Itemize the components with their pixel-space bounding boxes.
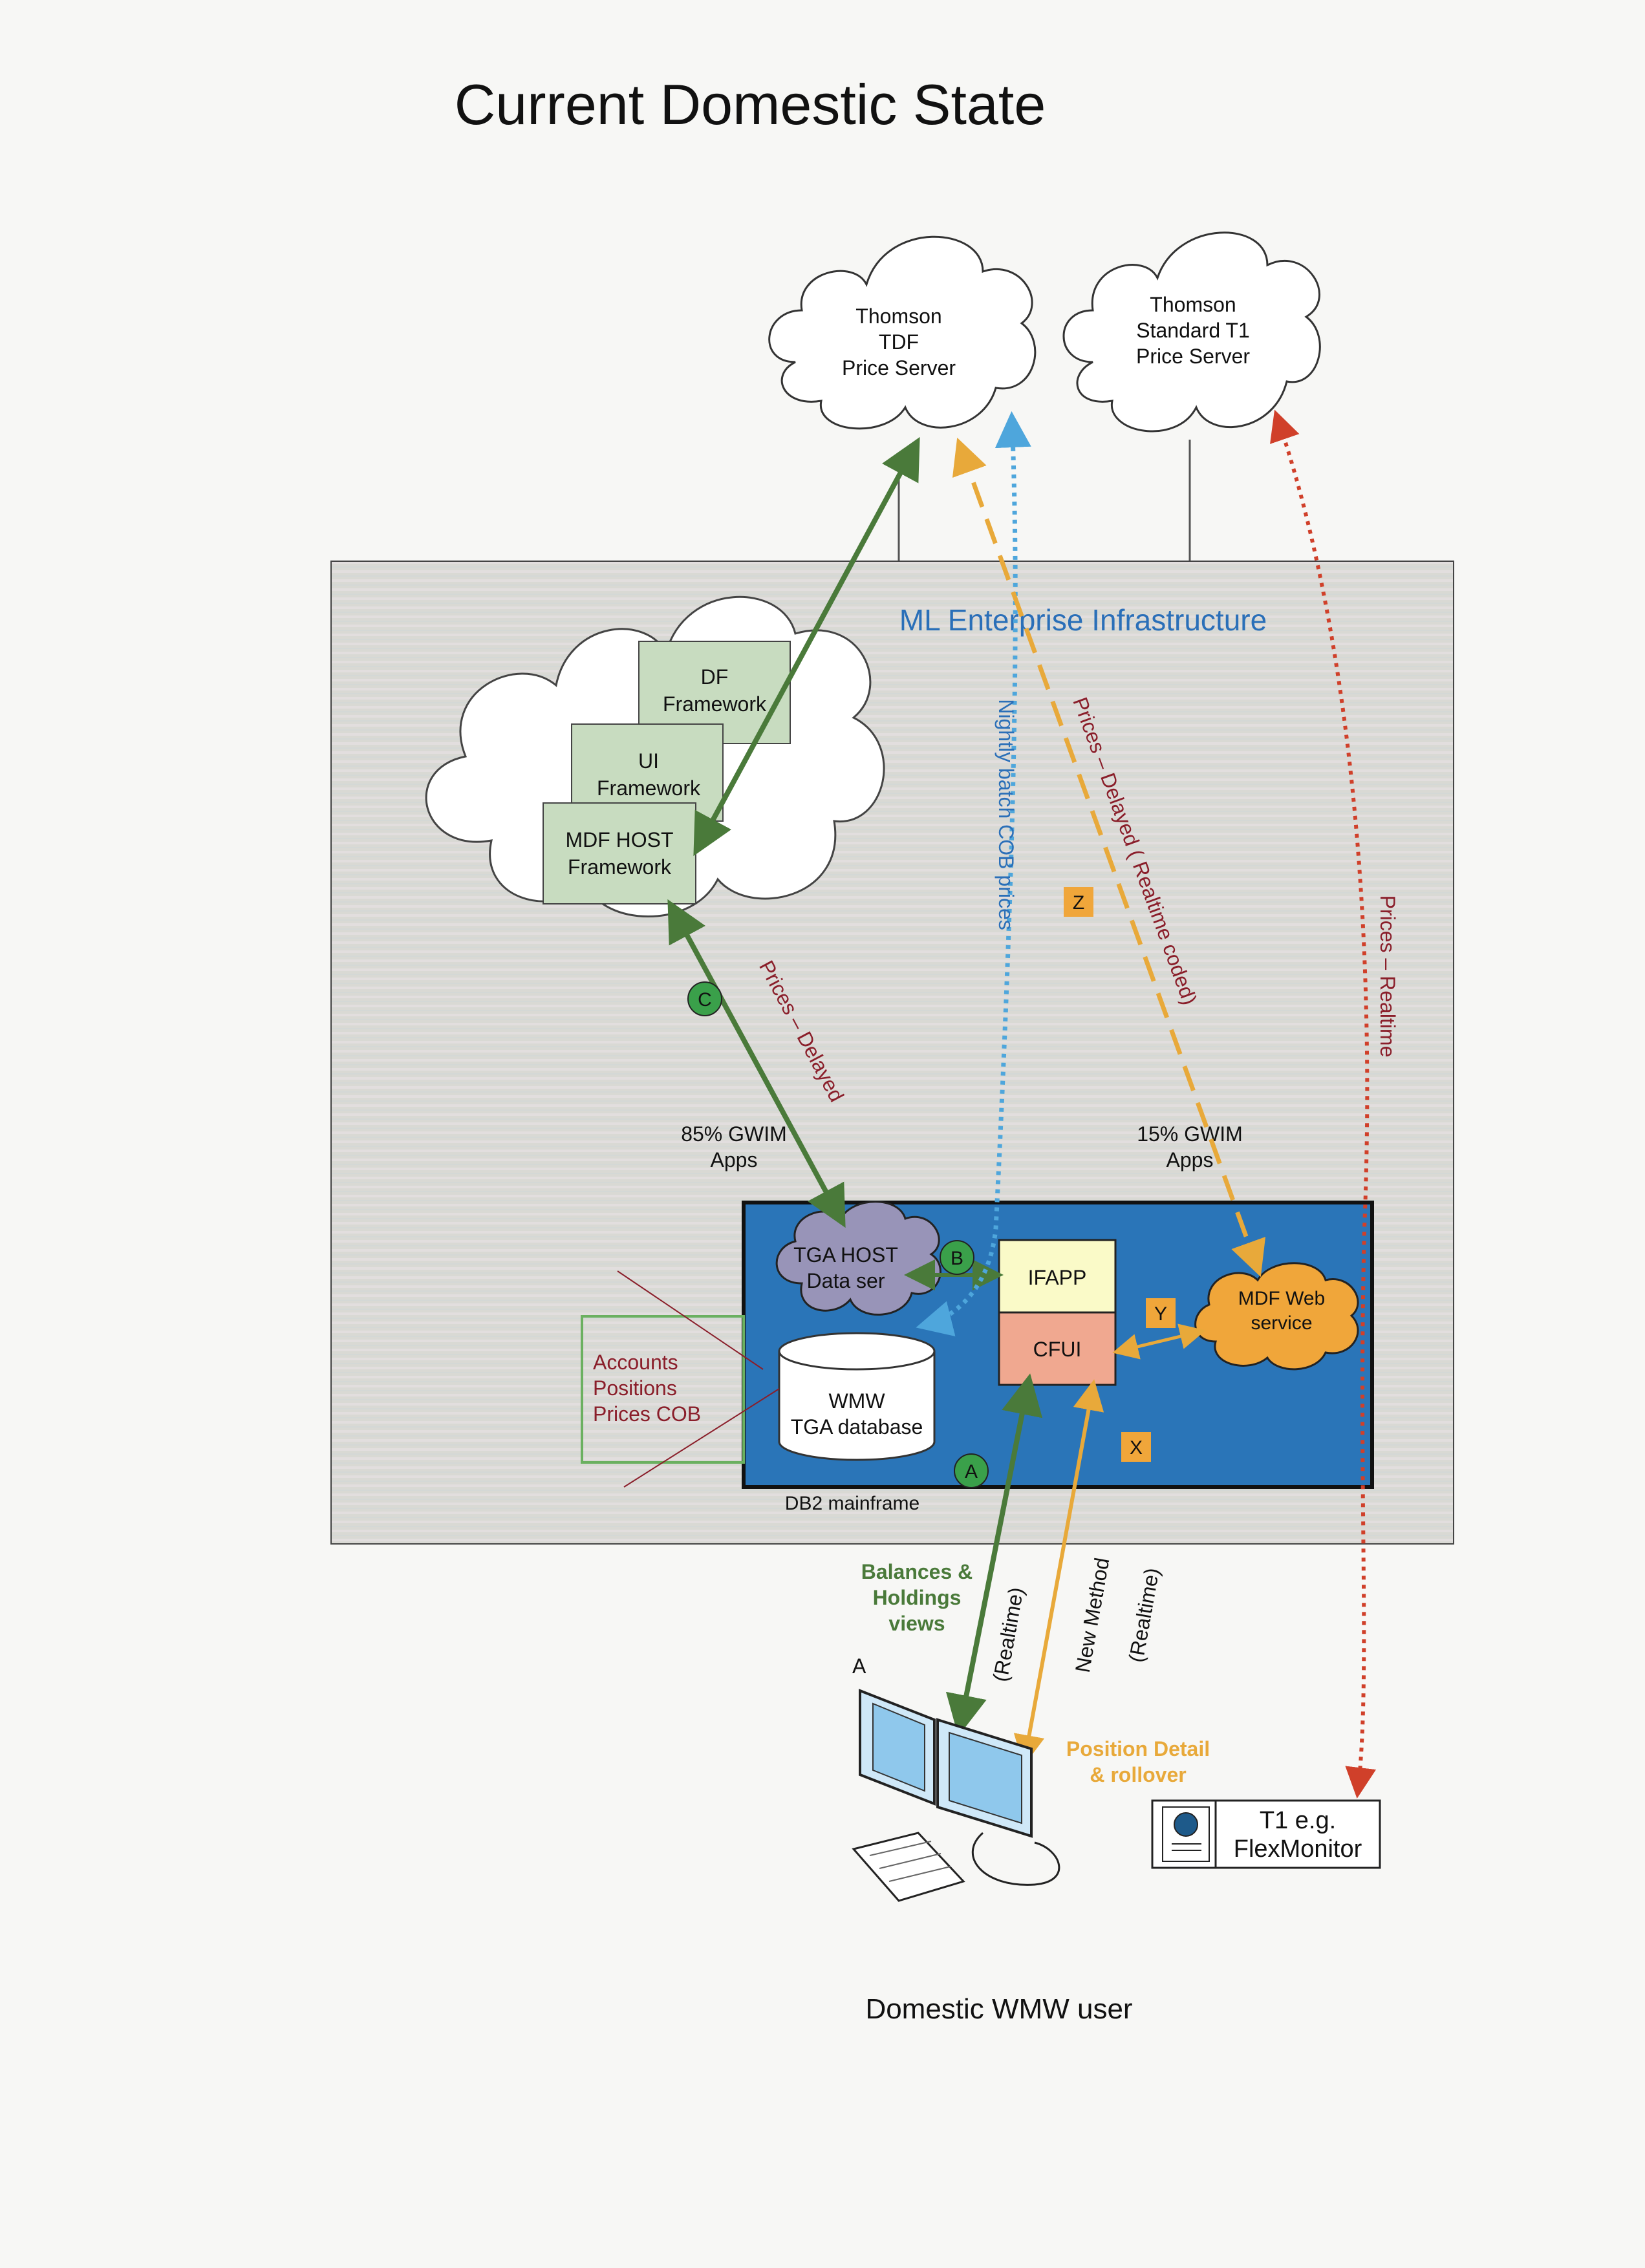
balances-line-3: views: [888, 1612, 945, 1635]
database-line-1: WMW: [828, 1389, 885, 1413]
apps-right-line-1: 15% GWIM: [1137, 1122, 1243, 1146]
db2-mainframe-label: DB2 mainframe: [785, 1493, 919, 1514]
tga-host-line-2: Data ser: [807, 1269, 885, 1292]
marker-c-label: C: [698, 989, 712, 1011]
marker-z: Z: [1064, 887, 1093, 917]
flexmonitor-line-2: FlexMonitor: [1234, 1835, 1362, 1863]
tdf-cloud-line-3: Price Server: [842, 356, 956, 380]
tdf-cloud-line-2: TDF: [879, 330, 919, 354]
tdf-cloud-line-1: Thomson: [855, 305, 941, 328]
arrow-tdf-to-mdf-host: [693, 436, 920, 857]
infrastructure-label: ML Enterprise Infrastructure: [899, 603, 1267, 637]
marker-b-label: B: [951, 1248, 963, 1269]
flexmonitor-box: T1 e.g. FlexMonitor: [1151, 1799, 1381, 1869]
accounts-line-2: Positions: [593, 1376, 677, 1400]
marker-z-label: Z: [1073, 892, 1084, 914]
apps-left-line-2: Apps: [711, 1148, 758, 1171]
callout-line-upper: [617, 1270, 764, 1370]
workstation-label: A: [852, 1654, 866, 1678]
arrow-cfui-to-mdf-web: [1112, 1323, 1206, 1360]
ui-framework-line-1: UI: [638, 749, 659, 773]
ifapp-box: IFAPP: [998, 1239, 1117, 1314]
arrow-position-detail-to-cfui: [1013, 1379, 1104, 1766]
label-new-method: New Method: [1071, 1556, 1114, 1674]
tdf-price-server-cloud: Thomson TDF Price Server: [768, 235, 1037, 430]
mdf-host-line-1: MDF HOST: [565, 828, 673, 851]
t1-cloud-line-2: Standard T1: [1136, 319, 1250, 342]
callout-line-lower: [623, 1388, 780, 1488]
ifapp-label: IFAPP: [1028, 1266, 1087, 1289]
accounts-line-3: Prices COB: [593, 1402, 701, 1426]
accounts-positions-prices-box: Accounts Positions Prices COB: [581, 1315, 745, 1464]
marker-y: Y: [1146, 1298, 1176, 1328]
label-realtime-orange: (Realtime): [1124, 1566, 1164, 1664]
label-nightly-batch: Nightly batch COB prices: [995, 699, 1018, 930]
tga-host-line-1: TGA HOST: [793, 1243, 898, 1267]
database-line-2: TGA database: [791, 1415, 923, 1439]
t1-cloud-line-3: Price Server: [1136, 345, 1250, 368]
arrow-prices-realtime: [1270, 409, 1377, 1799]
df-framework-line-1: DF: [701, 665, 729, 689]
marker-c: C: [687, 981, 722, 1016]
marker-a-label: A: [965, 1461, 978, 1482]
position-detail-line-2: & rollover: [1090, 1763, 1186, 1786]
apps-right-line-2: Apps: [1167, 1148, 1214, 1171]
workstation-computer-icon: [852, 1689, 1060, 1902]
t1-cloud-line-1: Thomson: [1150, 293, 1236, 316]
cfui-box: CFUI: [998, 1311, 1117, 1386]
arrow-nightly-batch: [916, 411, 1031, 1336]
t1-price-server-cloud: Thomson Standard T1 Price Server: [1062, 231, 1321, 433]
balances-line-2: Holdings: [873, 1586, 962, 1609]
arrow-delayed-realtime-coded: [952, 437, 1266, 1278]
domestic-user-label: Domestic WMW user: [865, 1993, 1132, 2025]
marker-x: X: [1121, 1432, 1151, 1462]
tga-host-data-service-cloud: TGA HOST Data ser: [775, 1201, 941, 1316]
cfui-label: CFUI: [1033, 1338, 1082, 1361]
mdf-web-line-1: MDF Web: [1238, 1288, 1325, 1309]
flexmonitor-line-1: T1 e.g.: [1260, 1807, 1336, 1834]
mdf-web-line-2: service: [1251, 1312, 1312, 1334]
arrow-mdf-host-to-tga-host: [667, 899, 846, 1228]
mdf-web-service-cloud: MDF Web service: [1194, 1262, 1359, 1371]
wmw-tga-database: WMW TGA database: [778, 1332, 936, 1461]
df-framework-line-2: Framework: [663, 692, 767, 716]
mdf-host-framework-box: MDF HOST Framework: [543, 802, 696, 904]
page-title: Current Domestic State: [455, 72, 1046, 136]
globe-icon: [1174, 1812, 1198, 1837]
balances-line-1: Balances &: [861, 1560, 973, 1583]
apps-left-line-1: 85% GWIM: [681, 1122, 787, 1146]
marker-b: B: [940, 1240, 974, 1275]
mdf-host-line-2: Framework: [568, 855, 672, 879]
position-detail-line-1: Position Detail: [1066, 1737, 1210, 1760]
accounts-line-1: Accounts: [593, 1351, 678, 1374]
marker-a: A: [954, 1453, 989, 1488]
label-prices-realtime: Prices – Realtime: [1376, 895, 1399, 1058]
label-realtime-green: (Realtime): [989, 1585, 1028, 1684]
marker-y-label: Y: [1154, 1303, 1167, 1325]
marker-x-label: X: [1130, 1437, 1143, 1459]
ui-framework-line-2: Framework: [597, 776, 701, 800]
